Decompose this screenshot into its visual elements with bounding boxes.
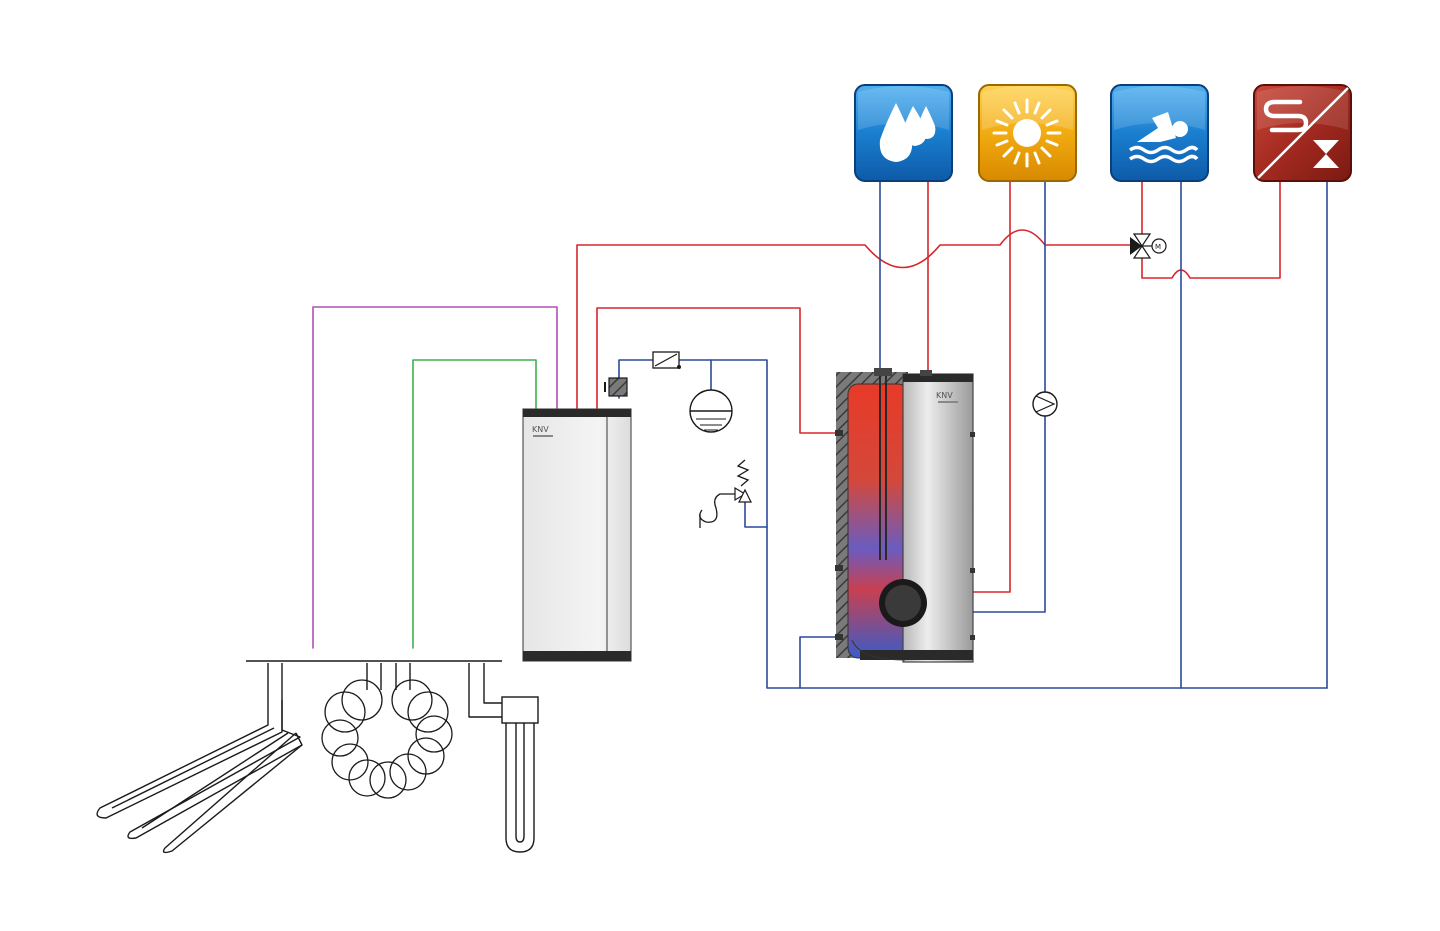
expansion-vessel-icon: [689, 389, 733, 433]
pipes: [312, 179, 1328, 689]
borehole-probe: [468, 663, 539, 853]
tank-lower-return-pipe: [799, 636, 843, 689]
filter-icon: [604, 377, 628, 397]
swimmer-icon: [1128, 112, 1199, 164]
heating-cooling-icon: [1257, 87, 1349, 179]
heating-supply-pipe: [1141, 179, 1281, 279]
brine-pipe-green: [412, 359, 537, 649]
slinky-collector: [321, 663, 453, 799]
heating-cooling-tile: [1253, 84, 1352, 182]
supply-pipe-main: [576, 229, 1131, 411]
safety-valve-icon: [699, 459, 752, 528]
supply-pipe-tank: [596, 307, 843, 434]
solar-tile: [978, 84, 1077, 182]
circulation-pump-icon: [1032, 391, 1058, 417]
water-drops-icon: [879, 103, 936, 162]
svg-text:M: M: [1155, 243, 1161, 251]
heat-pump-brand-label: KNV: [532, 425, 549, 434]
safety-valve-pipe: [744, 495, 768, 528]
heat-pump-unit: KNV: [522, 408, 632, 662]
hot-water-tile: [854, 84, 953, 182]
three-way-valve-icon: M: [1130, 233, 1167, 259]
brine-pipe-purple: [312, 306, 558, 649]
sun-icon: [992, 98, 1062, 168]
storage-tank: KNV: [835, 368, 975, 663]
ground-heat-sources: [96, 660, 539, 854]
horizontal-collector: [96, 663, 303, 854]
solar-coil-flange: [879, 579, 927, 627]
flow-meter-icon: [652, 351, 681, 369]
tank-brand-label: KNV: [936, 391, 953, 400]
pool-tile: [1110, 84, 1209, 182]
